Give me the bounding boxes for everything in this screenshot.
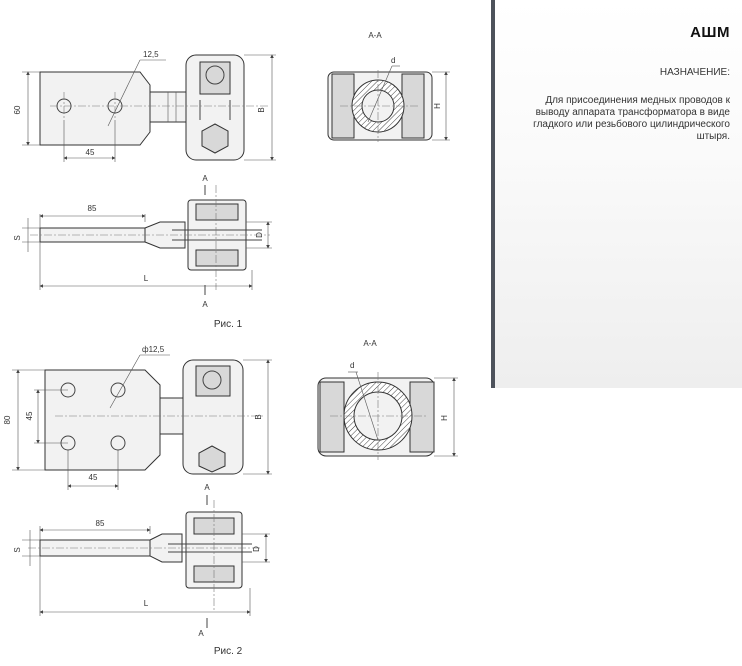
fig1-dim-height: 60 xyxy=(13,105,22,114)
fig1-dim-h: H xyxy=(433,103,442,109)
fig2-top-view xyxy=(12,354,272,490)
fig1-dim-b: B xyxy=(257,107,266,112)
purpose-text: Для присоединения медных проводов к выво… xyxy=(533,95,730,142)
fig1-arrow-a-bottom: А xyxy=(202,300,208,309)
product-title: АШМ xyxy=(690,24,730,41)
fig1-dim-d: d xyxy=(391,56,395,65)
fig1-dim-hole: 12,5 xyxy=(143,50,159,59)
fig2-section-label: А-А xyxy=(363,339,377,348)
fig1-top-view xyxy=(22,54,276,162)
fig2-side-view xyxy=(22,495,270,628)
fig2-dim-d: d xyxy=(350,361,354,370)
fig2-dim-85: 85 xyxy=(96,519,105,528)
panel-divider xyxy=(491,0,495,388)
fig1-dim-l: L xyxy=(144,274,149,283)
fig2-dim-b: B xyxy=(254,414,263,419)
fig1-side-view xyxy=(22,185,272,295)
fig2-arrow-a-bottom: А xyxy=(198,629,204,638)
fig2-dim-vert-spacing: 45 xyxy=(25,411,34,420)
fig2-caption: Рис. 2 xyxy=(214,646,243,657)
fig1-caption: Рис. 1 xyxy=(214,319,243,330)
fig2-dim-hole-spacing: 45 xyxy=(89,473,98,482)
purpose-heading: НАЗНАЧЕНИЕ: xyxy=(659,67,730,78)
fig2-dim-hole: ф12,5 xyxy=(142,345,165,354)
fig2-dim-s: S xyxy=(13,547,22,552)
fig1-dim-d-big: D xyxy=(255,232,264,238)
fig2-arrow-a-top: А xyxy=(204,483,210,492)
fig2-dim-d-big: D xyxy=(252,546,261,552)
fig2-dim-l: L xyxy=(144,599,149,608)
fig1-section-view xyxy=(327,65,450,142)
fig1-arrow-a-top: А xyxy=(202,174,208,183)
fig2-section-view xyxy=(317,371,458,460)
fig1-dim-hole-spacing: 45 xyxy=(86,148,95,157)
fig1-dim-s: S xyxy=(13,235,22,240)
fig1-dim-85: 85 xyxy=(88,204,97,213)
fig2-dim-height: 80 xyxy=(3,415,12,424)
fig2-dim-h: H xyxy=(440,415,449,421)
technical-drawing: 12,5 60 45 B А-А d H xyxy=(3,31,458,657)
info-panel: АШМ НАЗНАЧЕНИЕ: Для присоединения медных… xyxy=(495,0,742,388)
fig1-section-label: А-А xyxy=(368,31,382,40)
